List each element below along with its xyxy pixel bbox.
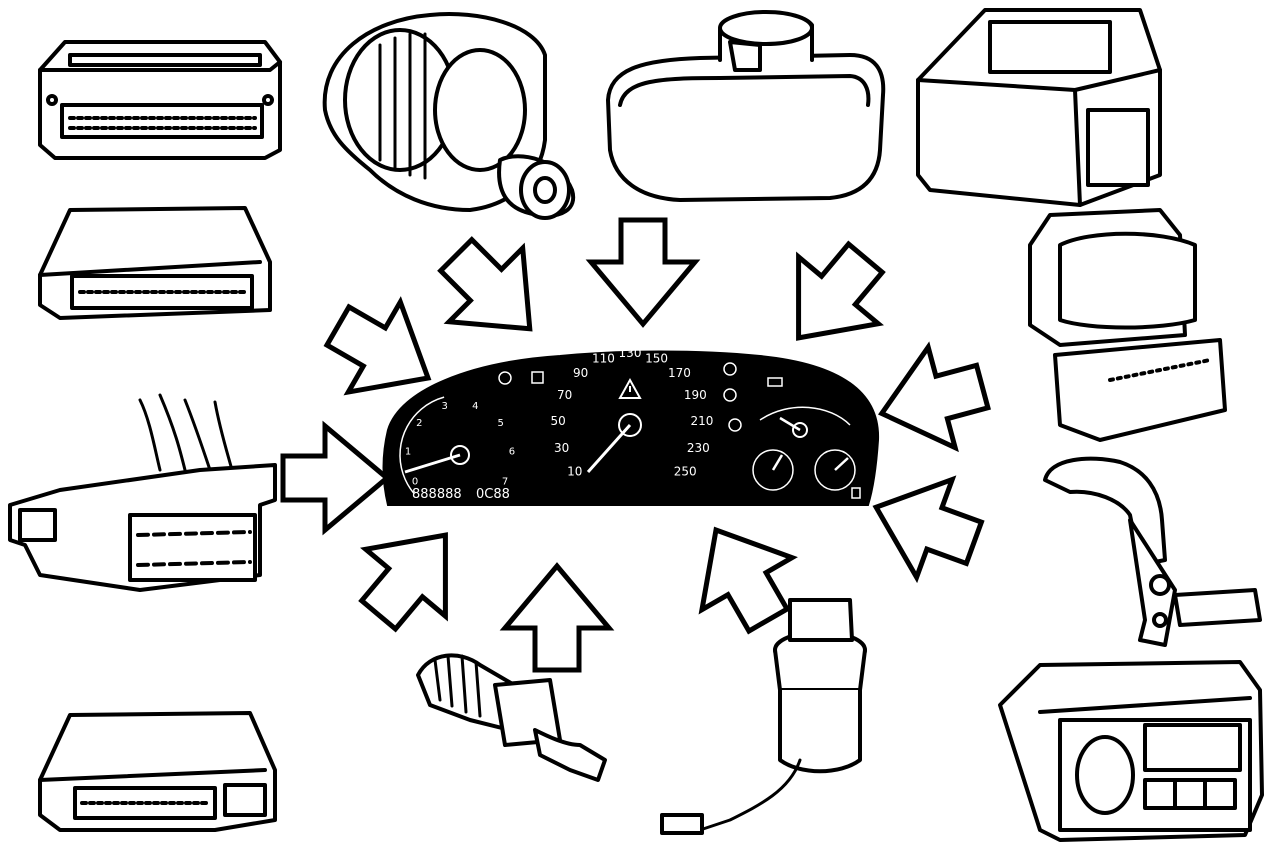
fuel-gauge-dial	[814, 449, 856, 491]
hazard-warning-icon	[618, 377, 642, 399]
speedometer-tick-150: 150	[645, 351, 668, 365]
boost-arc	[759, 406, 851, 426]
tachometer-tick-3: 3	[442, 401, 448, 412]
odometer-trip: 0C88	[476, 487, 510, 502]
speedometer-tick-70: 70	[557, 388, 572, 402]
tachometer-tick-4: 4	[472, 401, 478, 412]
reservoir-icon	[606, 10, 886, 202]
tachometer-tick-6: 6	[509, 447, 515, 458]
battery-icon	[767, 377, 783, 387]
lamp-icon	[498, 371, 512, 385]
boost-needle	[779, 416, 801, 432]
odometer-total: 888888	[412, 487, 462, 502]
fuel-pump-icon	[851, 487, 861, 499]
arrow-top-center	[591, 220, 695, 324]
tachometer-tick-5: 5	[498, 418, 504, 429]
ecu-icon	[38, 40, 282, 160]
arrow-right-lower	[858, 458, 991, 591]
speedometer-tick-110: 110	[592, 351, 615, 365]
tachometer-arc	[399, 394, 521, 516]
alternator-icon	[322, 12, 576, 220]
auxiliary-gauges	[752, 406, 861, 499]
sender-icon	[416, 653, 607, 782]
control-panel-icon	[998, 660, 1264, 842]
speedometer-tick-10: 10	[567, 465, 582, 479]
tachometer-hub	[450, 445, 470, 465]
speedometer-hub	[618, 413, 642, 437]
warning-lights	[498, 362, 783, 432]
speedometer-tick-230: 230	[687, 441, 710, 455]
cluster-housing	[382, 350, 880, 506]
odometer: 888888 0C88	[412, 487, 510, 502]
arrow-top-right-upper	[759, 225, 906, 372]
fuel-sender-icon	[660, 598, 867, 835]
speedometer-tick-210: 210	[690, 414, 713, 428]
arrow-bottom-left	[339, 502, 486, 649]
brake-warning-icon	[723, 388, 737, 402]
tachometer-tick-1: 1	[405, 447, 411, 458]
arrow-left-middle	[283, 426, 387, 530]
speedometer-tick-170: 170	[668, 366, 691, 380]
warning-lamp-icon	[723, 362, 737, 376]
temperature-gauge-dial	[752, 449, 794, 491]
arrow-right-upper	[868, 336, 995, 463]
ecu-icon	[38, 711, 277, 832]
oil-warning-icon	[728, 418, 742, 432]
speedometer-tick-250: 250	[674, 465, 697, 479]
temperature-gauge-needle	[771, 454, 784, 471]
tachometer: 0 1 2 3 4 5 6 7	[399, 394, 521, 516]
connector-icon	[8, 393, 277, 592]
ecu-icon	[38, 206, 272, 320]
speedometer-tick-190: 190	[684, 388, 707, 402]
tachometer-tick-2: 2	[416, 418, 422, 429]
module-icon	[916, 8, 1162, 207]
sensor-arm-icon	[1043, 456, 1262, 647]
speedometer-tick-30: 30	[554, 441, 569, 455]
abs-modulator-icon	[1028, 208, 1227, 442]
tachometer-tick-labels: 0 1 2 3 4 5 6 7	[405, 401, 515, 488]
speedometer-tick-130: 130	[619, 346, 642, 360]
speedometer-tick-90: 90	[573, 366, 588, 380]
arrow-top-left-upper	[419, 218, 566, 365]
indicator-icon	[531, 371, 544, 384]
tachometer-tick-0: 0	[412, 477, 418, 488]
boost-hub	[792, 422, 808, 438]
fuel-gauge-needle	[834, 457, 849, 471]
speedometer-tick-50: 50	[550, 414, 565, 428]
arrow-bottom-center-left	[505, 566, 609, 670]
tachometer-tick-7: 7	[502, 477, 508, 488]
